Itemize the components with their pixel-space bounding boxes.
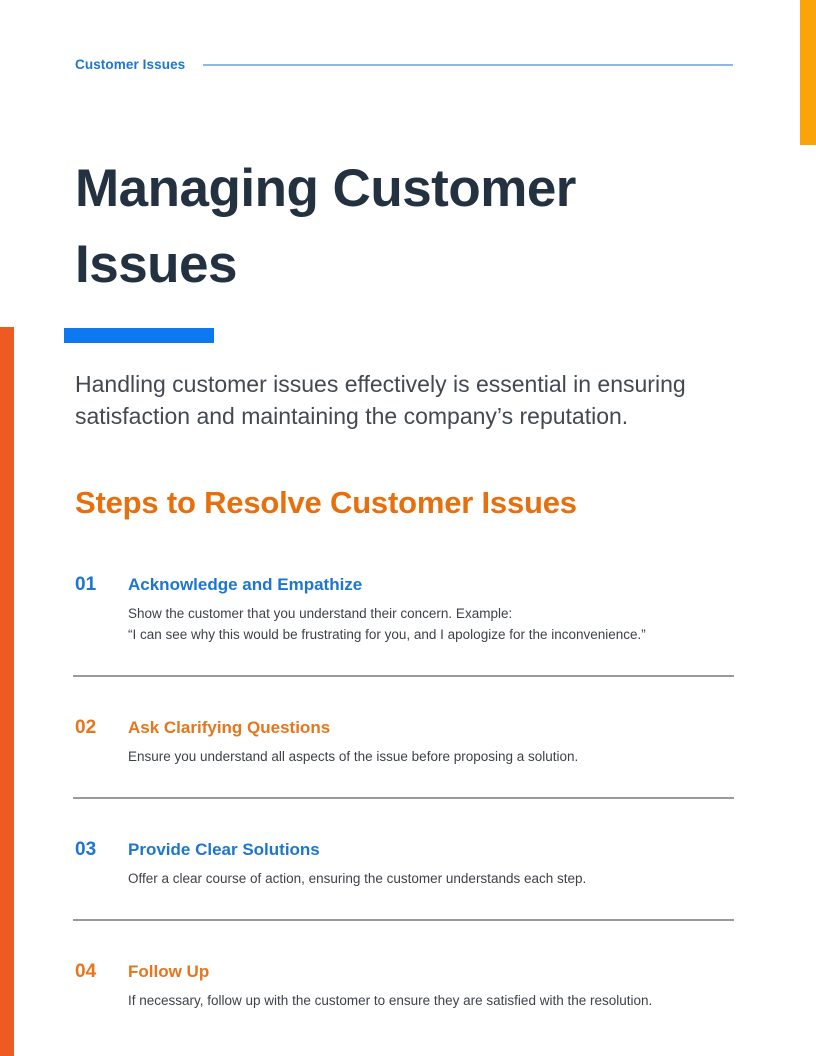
steps-list: 01 Acknowledge and Empathize Show the cu… [73,574,734,1011]
step-body: Offer a clear course of action, ensuring… [128,871,587,886]
step-content: Follow Up If necessary, follow up with t… [128,961,734,1011]
step-number: 02 [75,717,97,738]
step-item: 02 Ask Clarifying Questions Ensure you u… [75,717,734,767]
step-number: 01 [75,574,97,595]
page-title: Managing Customer Issues [75,159,576,294]
step-item: 04 Follow Up If necessary, follow up wit… [75,961,734,1011]
step-body: If necessary, follow up with the custome… [128,993,653,1008]
title-accent-bar [64,328,214,343]
step-content: Provide Clear Solutions Offer a clear co… [128,839,734,889]
step-title: Provide Clear Solutions [128,840,320,859]
step-item: 01 Acknowledge and Empathize Show the cu… [75,574,734,645]
step-title: Follow Up [128,962,210,981]
header-rule [203,63,733,66]
step-divider [73,675,734,677]
step-body: Ensure you understand all aspects of the… [128,749,579,764]
step-item: 03 Provide Clear Solutions Offer a clear… [75,839,734,889]
document-kicker-label: Customer Issues [75,57,186,72]
step-title: Ask Clarifying Questions [128,718,331,737]
step-body: Show the customer that you understand th… [128,606,646,642]
step-content: Acknowledge and Empathize Show the custo… [128,574,734,645]
step-divider [73,797,734,799]
step-title: Acknowledge and Empathize [128,575,363,594]
left-edge-accent-bar [0,327,14,1056]
section-title: Steps to Resolve Customer Issues [75,485,577,520]
step-number: 04 [75,961,97,982]
right-edge-accent-bar [800,0,816,145]
document-header: Customer Issues [75,57,733,72]
step-divider [73,919,734,921]
intro-paragraph: Handling customer issues effectively is … [75,371,686,429]
step-content: Ask Clarifying Questions Ensure you unde… [128,717,734,767]
step-number: 03 [75,839,97,860]
